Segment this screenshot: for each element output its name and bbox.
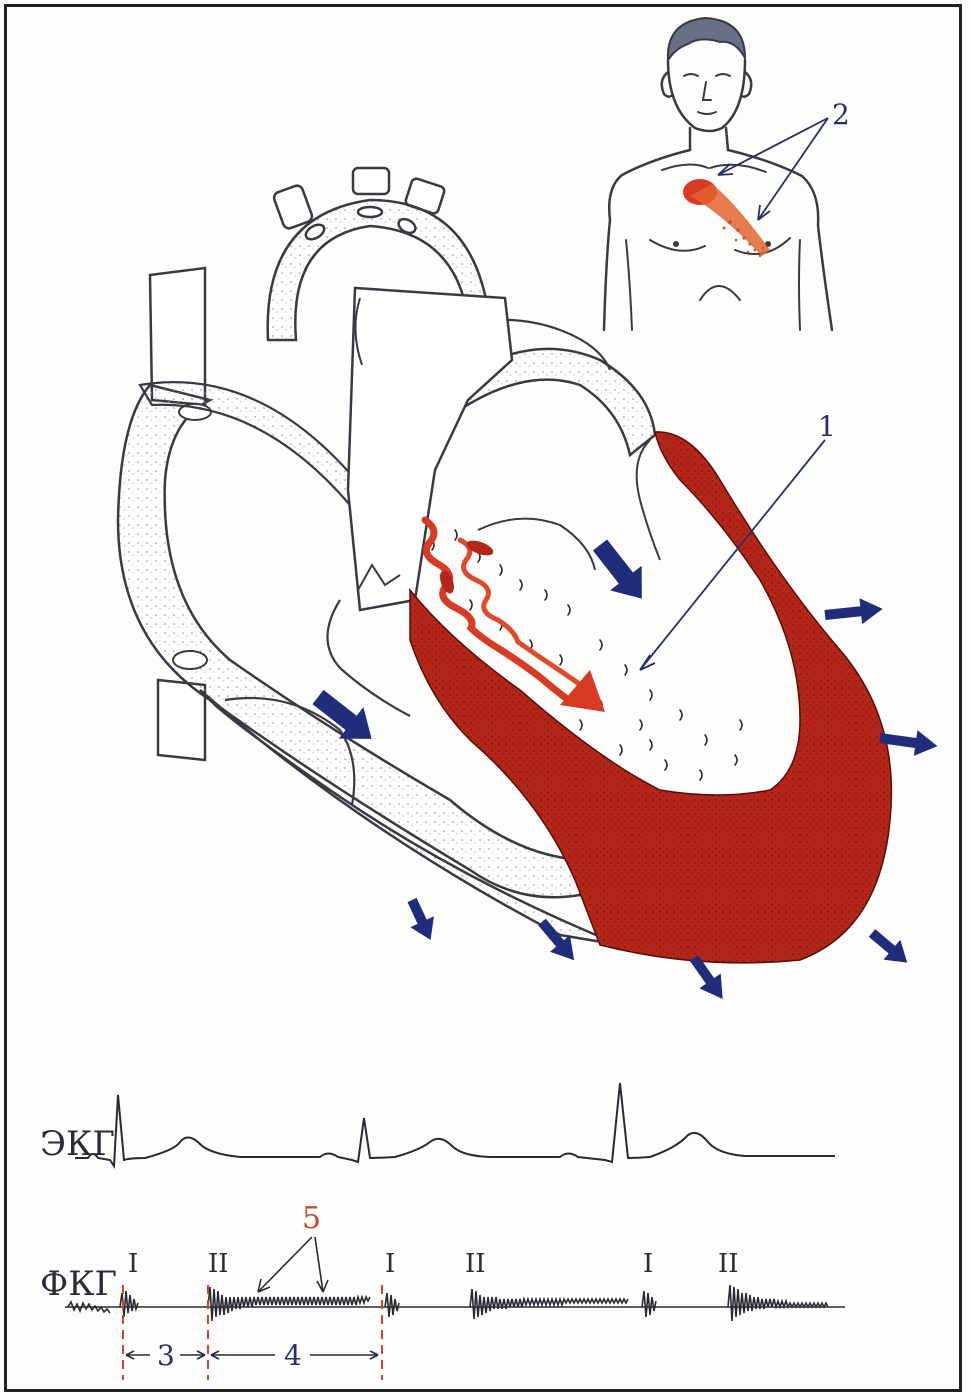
pcg-tone-I-1: I [128,1249,138,1279]
mouth [698,112,716,114]
label-4: 4 [284,1339,302,1372]
ecg-trace [75,1083,835,1166]
left-carotid-artery [353,168,389,194]
arrow-bottom-1 [400,895,442,946]
torso-left [604,150,690,330]
arrow-lv-inner [584,533,657,611]
head [668,60,745,131]
pcg-tone-II-3: II [718,1249,739,1279]
ivc-ostium [173,651,207,669]
murmur-radiation-marker [683,179,770,257]
left-clavicle [662,164,708,170]
rib-arch [700,286,740,300]
label-5: 5 [302,1201,321,1236]
label-2-pointer [718,118,828,220]
label-3: 3 [157,1339,175,1372]
nose [703,82,711,100]
mitral-leaflet [478,519,595,570]
left-nipple [673,241,679,247]
right-clavicle [710,165,766,172]
right-eye [716,74,730,76]
arrow-bottom-4 [864,923,916,972]
pcg-label: ФКГ [40,1264,117,1304]
label-5-pointers [258,1237,328,1292]
left-arm-line [626,240,632,330]
pcg-tone-II-1: II [208,1249,229,1279]
left-eye [684,74,698,76]
hair [668,18,745,60]
pcg-tone-I-3: I [643,1249,653,1279]
neck-right [726,128,728,150]
tricuspid-chord [328,600,411,716]
mitral-chord [637,440,660,560]
arrow-right-1 [824,596,884,628]
torso-right [728,150,832,330]
label-2: 2 [832,98,850,131]
pcg-sound-bursts [68,1285,828,1321]
right-arm-line [799,240,800,330]
vessel-ostium-2 [358,207,382,217]
pcg-tone-I-2: I [385,1249,395,1279]
label-1: 1 [818,410,836,443]
pcg-tone-II-2: II [465,1249,486,1279]
label-1-arrowhead [640,655,655,670]
